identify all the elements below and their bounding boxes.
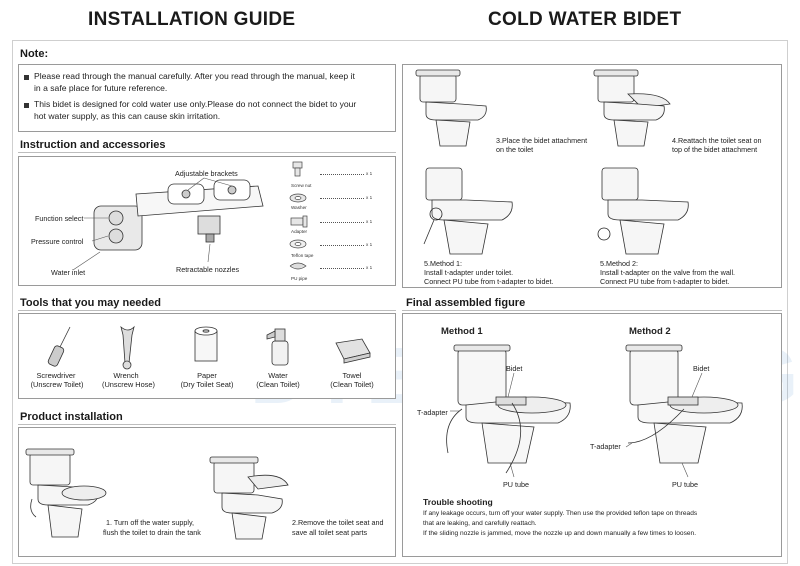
leader-dots [320,268,364,269]
method-2-pu-tube-label: PU tube [672,480,698,489]
wrench-icon [120,325,135,370]
method-1-t-adapter-label: T-adapter [417,408,448,417]
trouble-line: that are leaking, and carefully reattach… [423,520,537,527]
tool-use: (Clean Toilet) [256,380,300,389]
label-pressure-control: Pressure control [31,237,84,246]
label-function-select: Function select [35,214,84,223]
method-1-bidet-label: Bidet [506,364,523,373]
note-item-1-line-1: Please read through the manual carefully… [34,71,355,81]
accessory-qty: x 1 [366,242,373,247]
leader-dots [320,198,364,199]
bullet-icon [24,75,29,80]
label-water-inlet: Water inlet [51,268,86,277]
toilet-icon [597,167,689,255]
tool-name: Water [268,371,288,380]
step-4-line-1: 4.Reattach the toilet seat on [672,136,762,145]
accessory-name: Washer [291,205,307,210]
accessory-qty: x 1 [366,265,373,270]
method-2-bidet-label: Bidet [693,364,710,373]
label-adjustable-brackets: Adjustable brackets [175,169,238,178]
bullet-icon [24,103,29,108]
step-4-line-2: top of the bidet attachment [672,145,758,154]
tool-name: Paper [197,371,217,380]
accessory-icons [289,161,308,270]
label-retractable-nozzles: Retractable nozzles [176,265,240,274]
step-1-line-2: flush the toilet to drain the tank [103,528,201,537]
tool-use: (Unscrew Toilet) [30,380,84,389]
accessory-name: Screw nut [291,183,312,188]
tool-name: Wrench [113,371,139,380]
step-2-line-2: save all toilet seat parts [292,528,368,537]
tool-use: (Dry Toilet Seat) [180,380,234,389]
bidet-diagram-icon [72,177,264,271]
tools-heading: Tools that you may needed [20,297,161,309]
note-item-1-line-2: in a safe place for future reference. [34,83,168,93]
step-5b-line-1: 5.Method 2: [600,259,638,268]
toilet-icon [625,344,743,464]
guide-title: INSTALLATION GUIDE [88,9,296,30]
final-heading: Final assembled figure [406,297,526,309]
accessory-name: Teflon tape [291,253,314,258]
toilet-icon [415,69,487,147]
note-item-2-line-2: hot water supply, as this can cause skin… [34,111,221,121]
trouble-line: If any leakage occurs, turn off your wat… [423,510,698,517]
product-title: COLD WATER BIDET [488,9,682,30]
step-2-line-1: 2.Remove the toilet seat and [292,518,384,527]
accessory-qty: x 1 [366,171,373,176]
accessory-qty: x 1 [366,219,373,224]
divider [18,310,396,311]
leader-dots [320,245,364,246]
accessory-qty: x 1 [366,195,373,200]
trouble-line: If the sliding nozzle is jammed, move th… [423,530,697,537]
step-3-line-1: 3.Place the bidet attachment [496,136,588,145]
note-box [18,64,396,132]
toilet-step-icons [25,448,289,540]
tool-use: (Clean Toilet) [330,380,374,389]
final-assembly-icons [446,344,743,478]
toilet-icon [593,69,671,147]
leader-dots [320,222,364,223]
step-5-line-2: Install t-adapter under toilet. [424,268,514,277]
leader-dots [320,174,364,175]
step-5b-line-3: Connect PU tube from t-adapter to bidet. [600,277,730,286]
tool-use: (Unscrew Hose) [102,380,155,389]
toilet-icon [25,448,107,538]
product-installation-heading: Product installation [20,411,123,423]
step-5-line-3: Connect PU tube from t-adapter to bidet. [424,277,554,286]
toilet-icon [423,167,513,255]
method-1-pu-tube-label: PU tube [503,480,529,489]
divider [402,310,782,311]
towel-icon [335,338,371,364]
tool-icons [47,325,371,370]
tool-name: Screwdriver [36,371,76,380]
step-5b-line-2: Install t-adapter on the valve from the … [600,268,736,277]
tool-name: Towel [342,371,362,380]
method-2-title: Method 2 [629,326,671,337]
note-heading: Note: [20,48,49,60]
instruction-heading: Instruction and accessories [20,139,166,151]
accessory-name: PU pipe [291,276,308,281]
trouble-heading: Trouble shooting [423,497,493,507]
screwdriver-icon [47,326,71,367]
toilet-icon [446,344,571,474]
divider [18,424,396,425]
spray-bottle-icon [266,328,289,366]
step-1-line-1: 1. Turn off the water supply, [106,518,195,527]
method-2-t-adapter-label: T-adapter [590,442,621,451]
method-1-title: Method 1 [441,326,483,337]
install-step-icons [415,69,689,255]
divider [18,152,396,153]
step-3-line-2: on the toilet [496,145,534,154]
toilet-icon [209,456,289,540]
step-5-line-1: 5.Method 1: [424,259,462,268]
note-item-2-line-1: This bidet is designed for cold water us… [34,99,357,109]
accessory-name: Adapter [291,229,308,234]
paper-roll-icon [194,326,218,362]
